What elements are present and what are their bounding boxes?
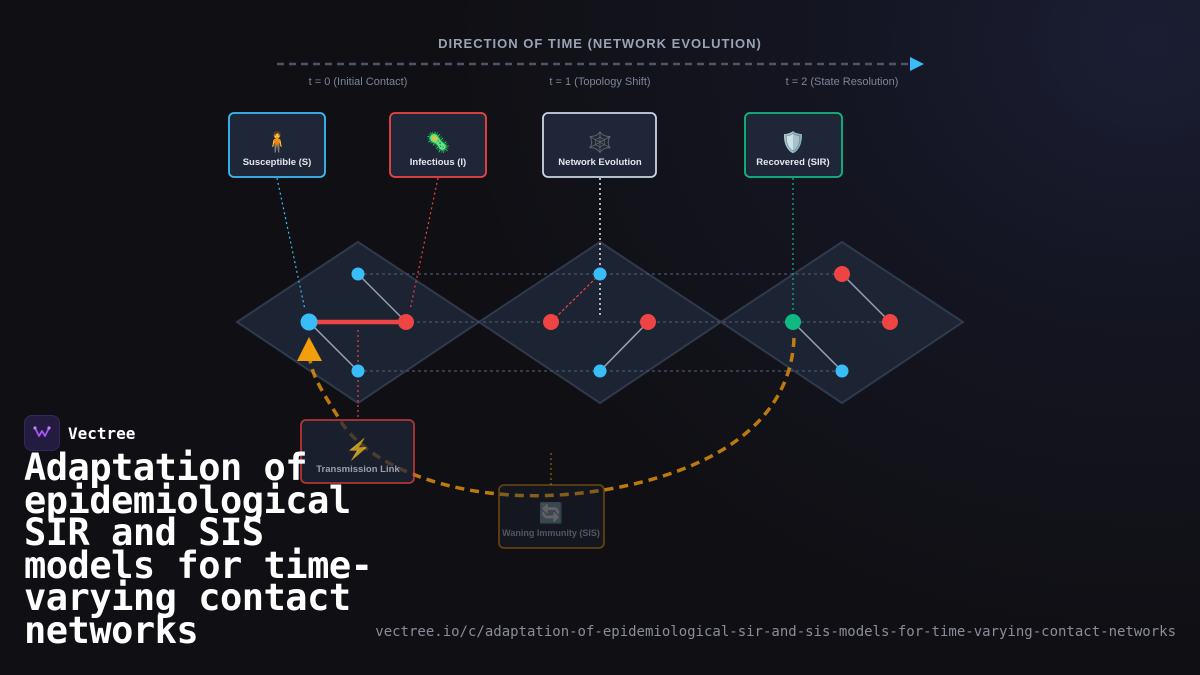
- person-icon: 🧍: [265, 130, 290, 154]
- brand-name: Vectree: [68, 423, 136, 443]
- card-label-recovered: Recovered (SIR): [756, 157, 829, 168]
- node-susceptible: [835, 364, 849, 378]
- node-susceptible: [593, 267, 607, 281]
- node-infectious: [398, 314, 414, 330]
- time-axis-arrowhead: [910, 57, 924, 71]
- page-title: Adaptation of epidemiological SIR and SI…: [24, 446, 373, 652]
- node-infectious: [640, 314, 656, 330]
- card-susceptible: 🧍 Susceptible (S): [228, 112, 326, 178]
- network-plane-t2: [719, 240, 965, 405]
- waning-immunity-loop: [308, 337, 796, 498]
- brand: Vectree: [24, 415, 135, 451]
- card-label-susceptible: Susceptible (S): [243, 157, 312, 168]
- cycle-arrows-icon: 🔄: [539, 501, 564, 525]
- card-recovered: 🛡️ Recovered (SIR): [744, 112, 843, 178]
- card-label-network: Network Evolution: [558, 157, 642, 168]
- card-network-evolution: 🕸️ Network Evolution: [542, 112, 657, 178]
- vectree-logo-icon: [24, 415, 60, 451]
- lightning-icon: ⚡: [346, 437, 371, 461]
- timeline-title: DIRECTION OF TIME (NETWORK EVOLUTION): [438, 36, 762, 51]
- contact-edges: [308, 273, 891, 372]
- node-infectious: [882, 314, 898, 330]
- node-susceptible: [351, 267, 365, 281]
- timestep-label-1: t = 1 (Topology Shift): [549, 76, 650, 88]
- node-recovered: [785, 314, 801, 330]
- node-susceptible: [593, 364, 607, 378]
- node-susceptible-seed: [300, 313, 318, 331]
- card-infectious: 🦠 Infectious (I): [389, 112, 487, 178]
- page-url[interactable]: vectree.io/c/adaptation-of-epidemiologic…: [375, 624, 1176, 640]
- microbe-icon: 🦠: [426, 130, 451, 154]
- timestep-label-2: t = 2 (State Resolution): [786, 76, 899, 88]
- card-transmission-link: ⚡ Transmission Link: [300, 419, 415, 484]
- card-label-infectious: Infectious (I): [410, 157, 466, 168]
- timestep-label-0: t = 0 (Initial Contact): [309, 76, 408, 88]
- node-susceptible: [351, 364, 365, 378]
- network-nodes: [300, 266, 898, 378]
- node-infectious: [543, 314, 559, 330]
- shield-icon: 🛡️: [781, 130, 806, 154]
- node-infectious: [834, 266, 850, 282]
- card-label-waning: Waning Immunity (SIS): [502, 528, 600, 538]
- card-label-transmission: Transmission Link: [316, 464, 400, 475]
- infection-edge-t1: [550, 273, 601, 323]
- waning-loop-arrowhead: [297, 337, 322, 361]
- card-waning-immunity: 🔄 Waning Immunity (SIS): [498, 484, 605, 549]
- network-icon: 🕸️: [588, 130, 613, 154]
